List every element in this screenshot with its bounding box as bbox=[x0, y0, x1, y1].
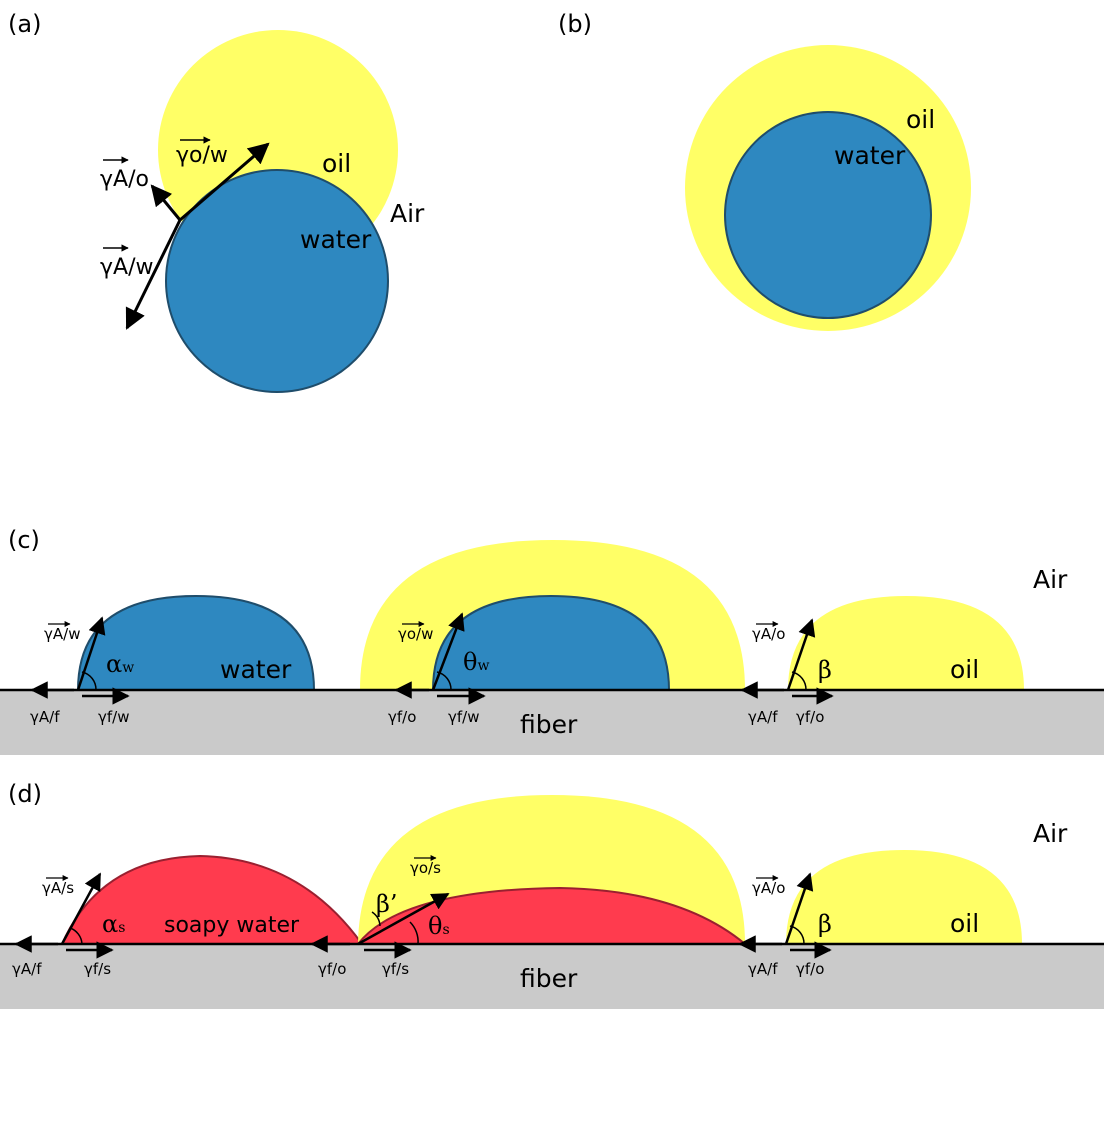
beta-prime-label: β’ bbox=[376, 890, 398, 918]
gamma-ow-arrow bbox=[431, 612, 465, 691]
alpha-symbol: α bbox=[106, 650, 122, 678]
alpha-subscript: s bbox=[118, 920, 125, 936]
panel-d-label: (d) bbox=[8, 780, 42, 808]
gamma-af-label: γA/f bbox=[748, 708, 778, 726]
gamma-aw-label: γA/w bbox=[100, 255, 153, 280]
theta-symbol: θ bbox=[463, 648, 477, 676]
gamma-fs-label: γf/s bbox=[84, 960, 111, 978]
soapy-water-droplet bbox=[355, 886, 748, 945]
oil-label: oil bbox=[906, 105, 935, 134]
gamma-fo-label: γf/o bbox=[318, 960, 346, 978]
gamma-as-arrow bbox=[60, 872, 102, 945]
gamma-af-label: γA/f bbox=[748, 960, 778, 978]
air-label: Air bbox=[1033, 565, 1068, 594]
angle-arc bbox=[371, 911, 381, 927]
beta-label: β bbox=[818, 910, 832, 938]
theta-subscript: s bbox=[442, 922, 449, 938]
alpha-symbol: α bbox=[102, 910, 118, 938]
beta-label: β bbox=[818, 656, 832, 684]
air-label: Air bbox=[1033, 819, 1068, 848]
gamma-fo-label: γf/o bbox=[388, 708, 416, 726]
gamma-ao-arrow bbox=[784, 872, 814, 945]
theta-symbol: θ bbox=[428, 912, 442, 940]
soapy-water-droplet bbox=[60, 854, 364, 945]
oil-label: oil bbox=[950, 909, 979, 938]
fiber-label: fiber bbox=[520, 710, 578, 739]
oil-droplet bbox=[788, 596, 1024, 690]
water-label: water bbox=[300, 225, 372, 254]
gamma-aw-label: γA/w bbox=[44, 625, 80, 643]
gamma-fo-label: γf/o bbox=[796, 708, 824, 726]
theta-subscript: w bbox=[477, 658, 489, 674]
gamma-ao-label: γA/o bbox=[752, 879, 785, 897]
gamma-ow-arrow bbox=[179, 142, 270, 222]
angle-arc bbox=[409, 921, 419, 945]
panel-d: (d) Air γA/s αs soapy water γA/f γf/s bbox=[0, 780, 1104, 1009]
gamma-ao-arrow bbox=[150, 184, 182, 221]
panel-c: (c) Air γA/w αw water γA/f γf/w γo bbox=[0, 526, 1104, 755]
panel-c-label: (c) bbox=[8, 526, 40, 554]
alpha-subscript: w bbox=[122, 660, 134, 676]
gamma-ao-label: γA/o bbox=[100, 167, 149, 192]
oil-droplet bbox=[786, 850, 1022, 944]
gamma-os-arrow bbox=[357, 892, 450, 946]
fiber-substrate bbox=[0, 690, 1104, 755]
air-label: Air bbox=[390, 199, 425, 228]
gamma-af-label: γA/f bbox=[30, 708, 60, 726]
gamma-fw-label: γf/w bbox=[98, 708, 129, 726]
gamma-fw-label: γf/w bbox=[448, 708, 479, 726]
gamma-af-label: γA/f bbox=[12, 960, 42, 978]
water-droplet bbox=[165, 169, 389, 393]
gamma-ow-label: γo/w bbox=[176, 143, 228, 168]
water-label: water bbox=[834, 141, 906, 170]
oil-label: oil bbox=[322, 149, 351, 178]
gamma-aw-arrow bbox=[76, 616, 106, 691]
panel-a: (a) γo/w γA/o γA/w oil water Air bbox=[8, 10, 425, 393]
fiber-label: fiber bbox=[520, 964, 578, 993]
gamma-ow-label: γo/w bbox=[398, 625, 433, 643]
theta-label: θw bbox=[463, 648, 489, 676]
panel-a-label: (a) bbox=[8, 10, 41, 38]
water-droplet bbox=[76, 594, 316, 691]
gamma-os-label: γo/s bbox=[410, 859, 441, 877]
water-label: water bbox=[220, 655, 292, 684]
alpha-label: αw bbox=[106, 650, 134, 678]
panel-b-label: (b) bbox=[558, 10, 592, 38]
fiber-substrate bbox=[0, 944, 1104, 1009]
soapy-water-label: soapy water bbox=[164, 913, 300, 938]
panel-b: (b) oil water bbox=[558, 10, 971, 331]
theta-label: θs bbox=[428, 912, 450, 940]
alpha-label: αs bbox=[102, 910, 125, 938]
gamma-fo-label: γf/o bbox=[796, 960, 824, 978]
gamma-as-label: γA/s bbox=[42, 879, 74, 897]
gamma-ao-arrow bbox=[786, 618, 816, 691]
water-droplet bbox=[724, 111, 932, 319]
gamma-aw-arrow bbox=[125, 219, 182, 330]
gamma-ao-label: γA/o bbox=[752, 625, 785, 643]
gamma-fs-label: γf/s bbox=[382, 960, 409, 978]
water-droplet bbox=[431, 594, 671, 691]
oil-label: oil bbox=[950, 655, 979, 684]
